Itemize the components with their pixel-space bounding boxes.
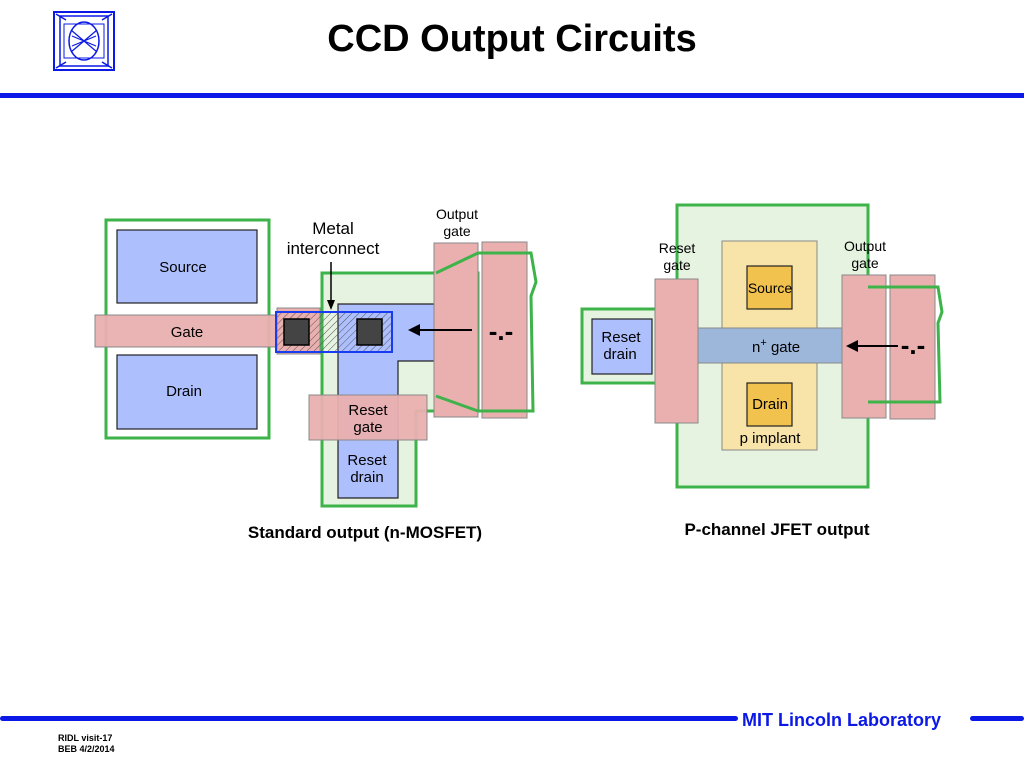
right-reset-gate-label-line1: Reset xyxy=(659,240,696,256)
contact-right xyxy=(356,318,383,346)
reset-gate xyxy=(308,394,428,441)
n-gate-label-rest: gate xyxy=(767,339,800,356)
reset-gate-label-line2: gate xyxy=(353,419,382,436)
ccd-gate-left xyxy=(481,241,528,419)
charge-symbol-right: -.- xyxy=(901,330,926,360)
contact-left xyxy=(283,318,310,346)
right-reset-drain xyxy=(591,318,653,375)
right-reset-drain-label-line2: drain xyxy=(603,346,636,363)
n-gate-label: n+ gate xyxy=(752,337,800,356)
jfet-source-label: Source xyxy=(748,280,793,296)
footer-meta-line2: BEB 4/2/2014 xyxy=(58,744,115,754)
p-implant-label: p implant xyxy=(740,430,802,447)
top-divider xyxy=(0,93,1024,98)
reset-drain-label-line1: Reset xyxy=(347,452,387,469)
reset-gate-label-line1: Reset xyxy=(348,402,388,419)
right-channel-outline xyxy=(868,285,944,404)
jfet-drain-label: Drain xyxy=(752,396,788,413)
footer-meta-line1: RIDL visit-17 xyxy=(58,733,113,743)
gate-label: Gate xyxy=(171,324,204,341)
right-reset-gate xyxy=(654,278,699,424)
left-caption: Standard output (n-MOSFET) xyxy=(248,523,482,542)
source-region xyxy=(116,229,258,304)
left-channel-outline xyxy=(435,251,538,413)
bottom-divider-left xyxy=(0,716,738,721)
footer-organization: MIT Lincoln Laboratory xyxy=(742,710,942,730)
drain-region xyxy=(116,354,258,430)
right-reset-drain-label-line1: Reset xyxy=(601,329,641,346)
right-diagram xyxy=(580,203,944,489)
jfet-drain xyxy=(746,382,793,427)
output-gate-label-line1: Output xyxy=(436,206,478,222)
page-title: CCD Output Circuits xyxy=(327,18,697,60)
left-diagram xyxy=(94,218,538,508)
charge-symbol-left: -.- xyxy=(489,316,514,346)
right-output-gate-label-line1: Output xyxy=(844,238,886,254)
source-label: Source xyxy=(159,259,207,276)
right-caption: P-channel JFET output xyxy=(684,520,869,539)
gate-bar xyxy=(94,314,278,348)
output-gate-label-line2: gate xyxy=(443,223,470,239)
metal-label-line1: Metal xyxy=(312,219,354,238)
right-output-gate-label-line2: gate xyxy=(851,255,878,271)
right-reset-gate-label-line2: gate xyxy=(663,257,690,273)
drain-label: Drain xyxy=(166,383,202,400)
n-gate-label-n: n xyxy=(752,339,760,356)
mit-ll-logo xyxy=(53,11,115,71)
n-gate-label-sup: + xyxy=(760,337,766,349)
bottom-divider-right xyxy=(970,716,1024,721)
metal-label-line2: interconnect xyxy=(287,239,380,258)
jfet-source xyxy=(746,265,793,310)
reset-drain-label-line2: drain xyxy=(350,469,383,486)
footer-meta: RIDL visit-17 BEB 4/2/2014 xyxy=(58,733,115,755)
n-plus-gate xyxy=(697,327,844,364)
